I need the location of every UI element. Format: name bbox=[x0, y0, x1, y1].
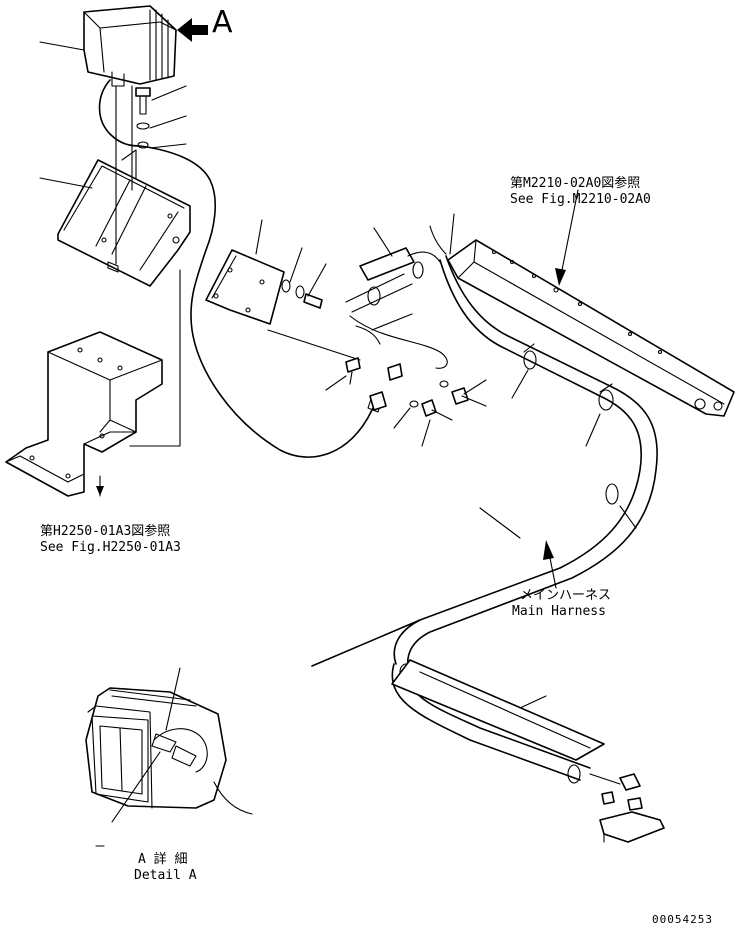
lamp-bracket bbox=[57, 149, 191, 287]
main-harness-en: Main Harness bbox=[512, 604, 606, 619]
drawing-number: 00054253 bbox=[652, 913, 713, 926]
junction-connector bbox=[345, 225, 448, 369]
main-harness-jp: メインハーネス bbox=[520, 588, 612, 603]
work-lamp bbox=[83, 5, 177, 87]
detail-a-jp: A 詳 細 bbox=[138, 852, 188, 867]
leader-lines bbox=[39, 41, 637, 847]
mount-plate bbox=[205, 249, 285, 325]
ref-frame-jp: 第M2210-02A0図参照 bbox=[510, 176, 641, 191]
ref-bracket-en: See Fig.H2250-01A3 bbox=[40, 540, 181, 555]
detail-a-lamp bbox=[85, 687, 253, 815]
view-arrow bbox=[177, 18, 208, 42]
ref-frame-en: See Fig.M2210-02A0 bbox=[510, 192, 651, 207]
frame-bar bbox=[447, 239, 735, 417]
lamp-bolt bbox=[135, 87, 151, 115]
view-a-label: A bbox=[212, 5, 233, 40]
base-bracket bbox=[5, 331, 163, 497]
ref-bracket-jp: 第H2250-01A3図参照 bbox=[40, 524, 171, 539]
detail-a-en: Detail A bbox=[134, 868, 197, 883]
